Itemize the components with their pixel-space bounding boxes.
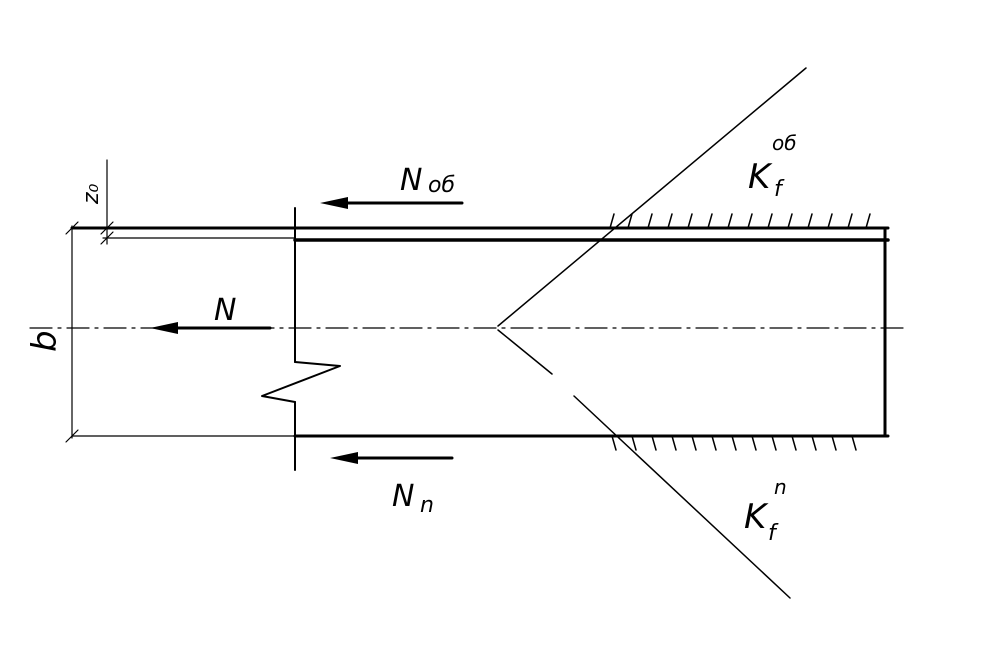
top-weld-hatch (609, 213, 871, 229)
Kf-n-subscript: f (768, 521, 779, 546)
dim-z0-tick-bottom (100, 231, 114, 245)
z0-label: z₀ (79, 183, 104, 205)
b-label: b (25, 330, 65, 352)
dim-z0-tick-top (100, 221, 114, 235)
Kf-ob-subscript: f (774, 177, 785, 202)
N-label: N (214, 293, 236, 328)
break-line (261, 361, 341, 403)
N-n-subscript: n (420, 493, 434, 518)
Kf-n-superscript: n (774, 475, 787, 499)
lower-angle-line-a (497, 329, 553, 375)
force-arrow-N (150, 322, 272, 334)
Kf-ob-superscript: об (772, 131, 797, 155)
dim-b-tick-bottom (65, 429, 79, 443)
force-arrow-N-n (330, 452, 454, 464)
dim-b-tick-top (65, 221, 79, 235)
Kf-n-label: K (744, 497, 769, 537)
N-ob-label: N (400, 163, 422, 198)
upper-angle-line (497, 67, 807, 327)
lower-angle-line-b (573, 395, 791, 599)
Kf-ob-label: K (748, 157, 773, 197)
N-n-label: N (392, 479, 414, 514)
bottom-weld-hatch (611, 435, 857, 451)
N-ob-subscript: об (428, 173, 455, 198)
force-arrow-N-ob (320, 197, 464, 209)
